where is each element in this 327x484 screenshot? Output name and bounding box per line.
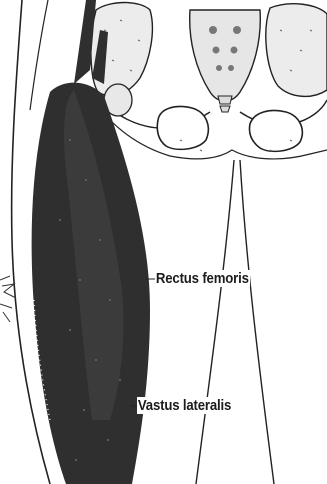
obturator-foramen-left xyxy=(157,107,208,150)
pelvis-right-wing xyxy=(266,4,327,97)
label-vastus-lateralis: Vastus lateralis xyxy=(137,397,232,414)
sacral-foramen xyxy=(231,47,238,54)
sacral-foramen xyxy=(216,65,222,71)
sacral-foramen xyxy=(228,65,234,71)
label-rectus-femoris: Rectus femoris xyxy=(155,270,250,287)
obturator-foramen-right xyxy=(249,111,302,152)
sacral-foramen xyxy=(233,26,241,34)
sacral-foramen xyxy=(209,26,217,34)
sacral-foramen xyxy=(213,47,220,54)
